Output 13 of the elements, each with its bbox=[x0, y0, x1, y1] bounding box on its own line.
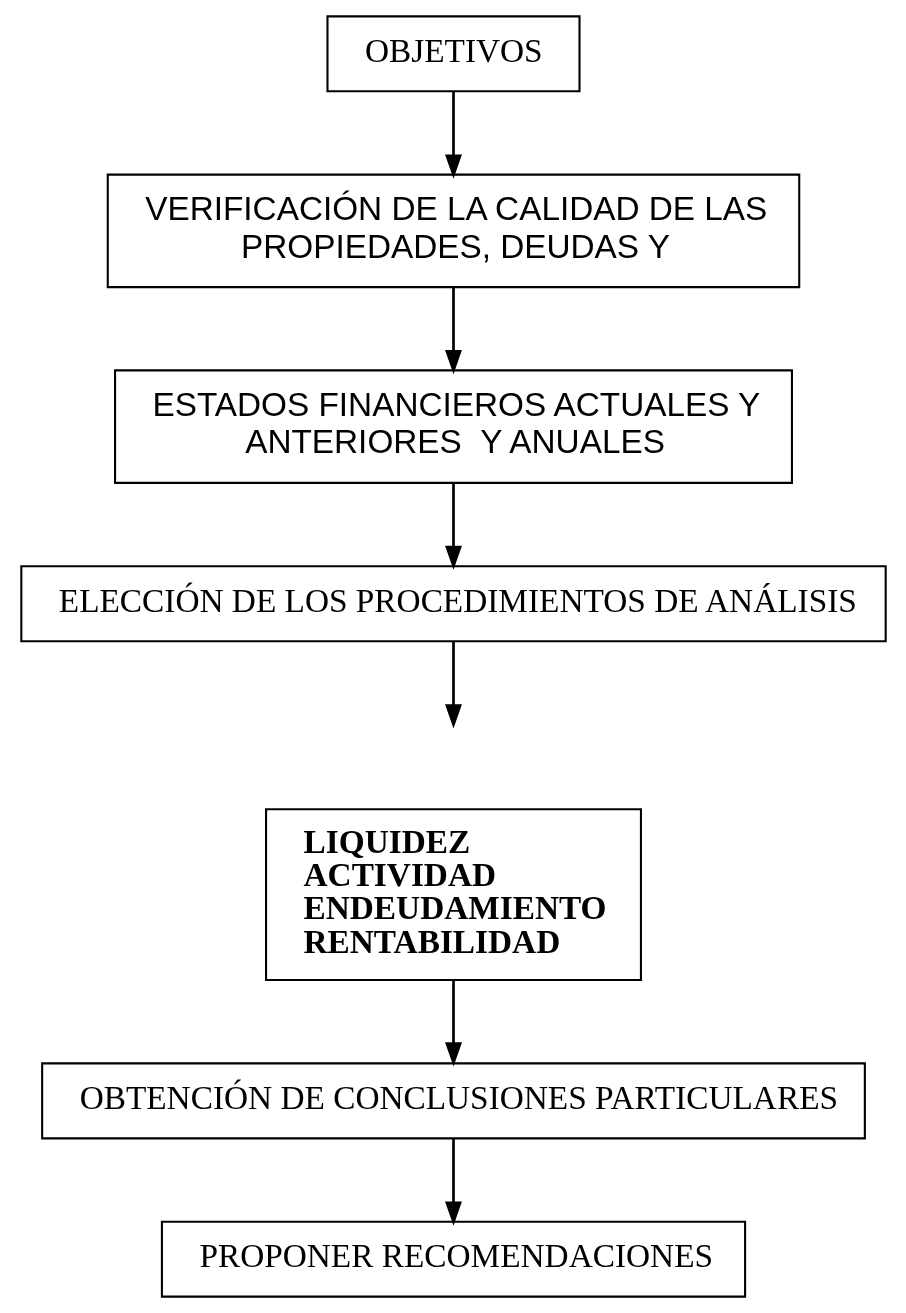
node-box: OBTENCIÓN DE CONCLUSIONES PARTICULARES bbox=[40, 1062, 866, 1140]
arrow bbox=[444, 980, 462, 1067]
node-box: PROPONER RECOMENDACIONES bbox=[160, 1220, 746, 1298]
arrow bbox=[444, 641, 462, 729]
arrow bbox=[444, 287, 462, 375]
node-box: LIQUIDEZ ACTIVIDAD ENDEUDAMIENTO RENTABILIDAD bbox=[264, 808, 642, 982]
node-box: ESTADOS FINANCIEROS ACTUALES Y ANTERIORES Y ANUALES bbox=[113, 369, 793, 484]
node-box: VERIFICACIÓN DE LA CALIDAD DE LAS PROPIEDADES, DEUDAS Y bbox=[106, 173, 800, 289]
node-box: OBJETIVOS bbox=[325, 15, 581, 93]
arrow bbox=[444, 483, 462, 570]
arrow bbox=[444, 1138, 462, 1226]
node-box: ELECCIÓN DE LOS PROCEDIMIENTOS DE ANÁLISIS bbox=[19, 565, 887, 643]
arrow bbox=[444, 91, 462, 179]
